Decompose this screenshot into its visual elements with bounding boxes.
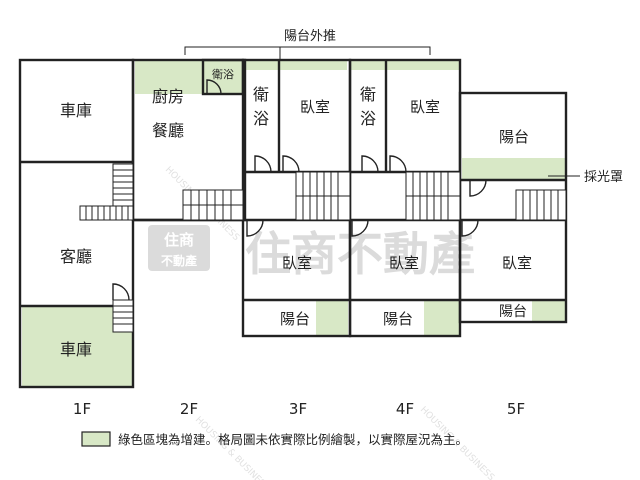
room-f1-garage-bottom: 車庫 bbox=[60, 340, 92, 359]
room-f4-bath-b: 浴 bbox=[360, 109, 376, 128]
callout-label: 採光罩 bbox=[584, 170, 623, 185]
room-f1-garage-top: 車庫 bbox=[60, 101, 92, 120]
stair-f4 bbox=[405, 171, 461, 221]
green-f5-skylight bbox=[462, 158, 566, 180]
green-f2-top bbox=[135, 60, 243, 94]
watermark-logo-bottom: 不動產 bbox=[161, 253, 197, 268]
door-f3-bath bbox=[254, 155, 272, 173]
floor-label-2f: 2F bbox=[180, 400, 198, 418]
stairs bbox=[79, 163, 567, 333]
stair-f1-lower bbox=[112, 299, 134, 333]
watermark-big-text: 住商不動產 bbox=[245, 227, 475, 281]
room-f3-bath-a: 衛 bbox=[253, 85, 269, 104]
green-f3-balcony bbox=[316, 300, 348, 336]
room-f2-kitchen: 廚房 bbox=[152, 87, 184, 106]
legend-swatch bbox=[81, 431, 111, 447]
room-f3-bath-b: 浴 bbox=[253, 109, 269, 128]
green-f4-top bbox=[350, 60, 460, 70]
floor-label-3f: 3F bbox=[289, 400, 307, 418]
room-f4-balcony: 陽台 bbox=[383, 310, 413, 328]
stair-f5 bbox=[515, 189, 567, 221]
watermark-diag-1: HOUSING & BUSINESS bbox=[193, 415, 271, 480]
floor-label-1f: 1F bbox=[73, 400, 91, 418]
stair-f1-vertical bbox=[112, 163, 134, 207]
floor-label-5f: 5F bbox=[507, 400, 525, 418]
room-f5-balcony-top: 陽台 bbox=[499, 128, 529, 146]
watermark-logo-top: 住商 bbox=[164, 231, 194, 249]
stair-f1-horizontal bbox=[79, 205, 134, 221]
green-f5-balcony bbox=[532, 300, 566, 322]
green-f3-top bbox=[245, 60, 347, 70]
stair-f3 bbox=[295, 171, 351, 221]
door-f1-living bbox=[112, 283, 130, 301]
top-label: 陽台外推 bbox=[284, 29, 336, 44]
green-areas bbox=[22, 60, 566, 388]
room-f4-bath-a: 衛 bbox=[360, 85, 376, 104]
top-bracket bbox=[184, 46, 431, 60]
wall-f1-outline bbox=[18, 58, 135, 389]
legend: 綠色區塊為增建。格局圖未依實際比例繪製，以實際屋況為主。 bbox=[81, 431, 468, 447]
door-f4-lower bbox=[351, 219, 369, 237]
room-f3-balcony: 陽台 bbox=[280, 310, 310, 328]
door-f3-bedroom bbox=[282, 155, 300, 173]
room-f3-bedroom-top: 臥室 bbox=[300, 98, 330, 116]
door-f3-lower bbox=[246, 219, 264, 237]
watermark-logo-box bbox=[148, 225, 210, 271]
door-f4-bath bbox=[361, 155, 379, 173]
doors bbox=[112, 79, 487, 301]
room-f4-bedroom-bottom: 臥室 bbox=[389, 254, 419, 272]
room-f5-bedroom: 臥室 bbox=[502, 254, 532, 272]
door-f4-bedroom bbox=[389, 155, 407, 173]
room-f1-living: 客廳 bbox=[60, 247, 92, 266]
room-f5-balcony-bottom: 陽台 bbox=[499, 304, 527, 320]
door-f5-lower bbox=[461, 219, 479, 237]
floor-label-4f: 4F bbox=[396, 400, 414, 418]
room-labels: 車庫 客廳 車庫 廚房 餐廳 衛浴 衛 浴 臥室 臥室 陽台 衛 浴 臥室 臥室… bbox=[60, 68, 532, 359]
room-f4-bedroom-top: 臥室 bbox=[410, 98, 440, 116]
legend-text: 綠色區塊為增建。格局圖未依實際比例繪製，以實際屋況為主。 bbox=[118, 432, 468, 447]
door-f2-bath bbox=[206, 79, 222, 95]
stair-f2 bbox=[182, 189, 244, 221]
floor-labels: 1F 2F 3F 4F 5F bbox=[73, 400, 525, 418]
room-f3-bedroom-bottom: 臥室 bbox=[282, 254, 312, 272]
green-f4-balcony bbox=[424, 300, 460, 336]
door-f5-balcony bbox=[469, 179, 487, 197]
room-f2-bath: 衛浴 bbox=[212, 68, 234, 81]
room-f2-dining: 餐廳 bbox=[152, 121, 184, 140]
